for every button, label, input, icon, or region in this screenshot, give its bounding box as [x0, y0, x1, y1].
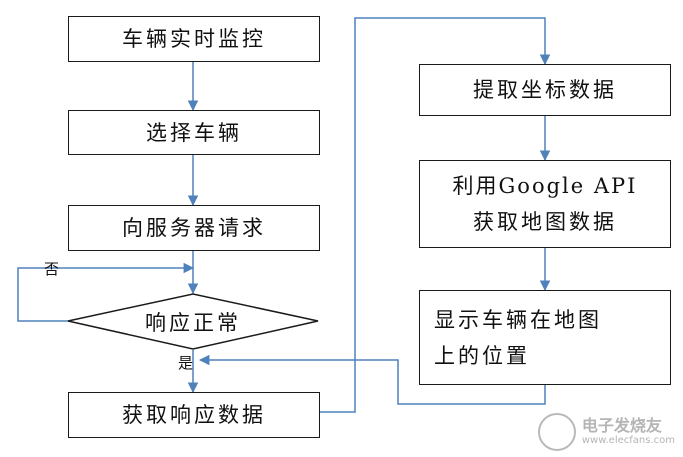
- node-select-vehicle: 选择车辆: [68, 110, 320, 155]
- label-yes: 是: [178, 354, 194, 372]
- label-no: 否: [44, 260, 60, 278]
- node-server-request-label: 向服务器请求: [122, 216, 266, 240]
- node-extract-coordinates-label: 提取坐标数据: [473, 78, 617, 102]
- node-google-api-map: 利用Google API 获取地图数据: [419, 160, 671, 248]
- node-vehicle-monitor-label: 车辆实时监控: [122, 27, 266, 51]
- watermark: 电子发烧友 www.elecfans.com: [537, 413, 675, 451]
- elecfans-logo-icon: [537, 413, 576, 451]
- node-vehicle-monitor: 车辆实时监控: [68, 16, 320, 62]
- node-server-request: 向服务器请求: [68, 205, 320, 251]
- arrow-response-to-extract: [320, 17, 551, 413]
- decision-diamond: [67, 293, 319, 350]
- node-google-api-line1: 利用Google API: [452, 174, 638, 198]
- node-show-position-line1: 显示车辆在地图: [434, 307, 602, 332]
- node-show-vehicle-position: 显示车辆在地图 上的位置: [419, 290, 671, 385]
- watermark-cn: 电子发烧友: [581, 416, 662, 435]
- node-google-api-line2: 获取地图数据: [473, 210, 617, 234]
- node-get-response-label: 获取响应数据: [122, 403, 266, 427]
- decision-label: 响应正常: [145, 311, 241, 335]
- node-get-response: 获取响应数据: [68, 392, 320, 438]
- arrow-no-loop: [17, 262, 195, 322]
- node-extract-coordinates: 提取坐标数据: [419, 64, 671, 116]
- arrow-show-back-to-response: [198, 354, 546, 405]
- watermark-url: www.elecfans.com: [581, 435, 675, 446]
- node-show-position-line2: 上的位置: [434, 343, 530, 368]
- node-select-vehicle-label: 选择车辆: [146, 120, 242, 145]
